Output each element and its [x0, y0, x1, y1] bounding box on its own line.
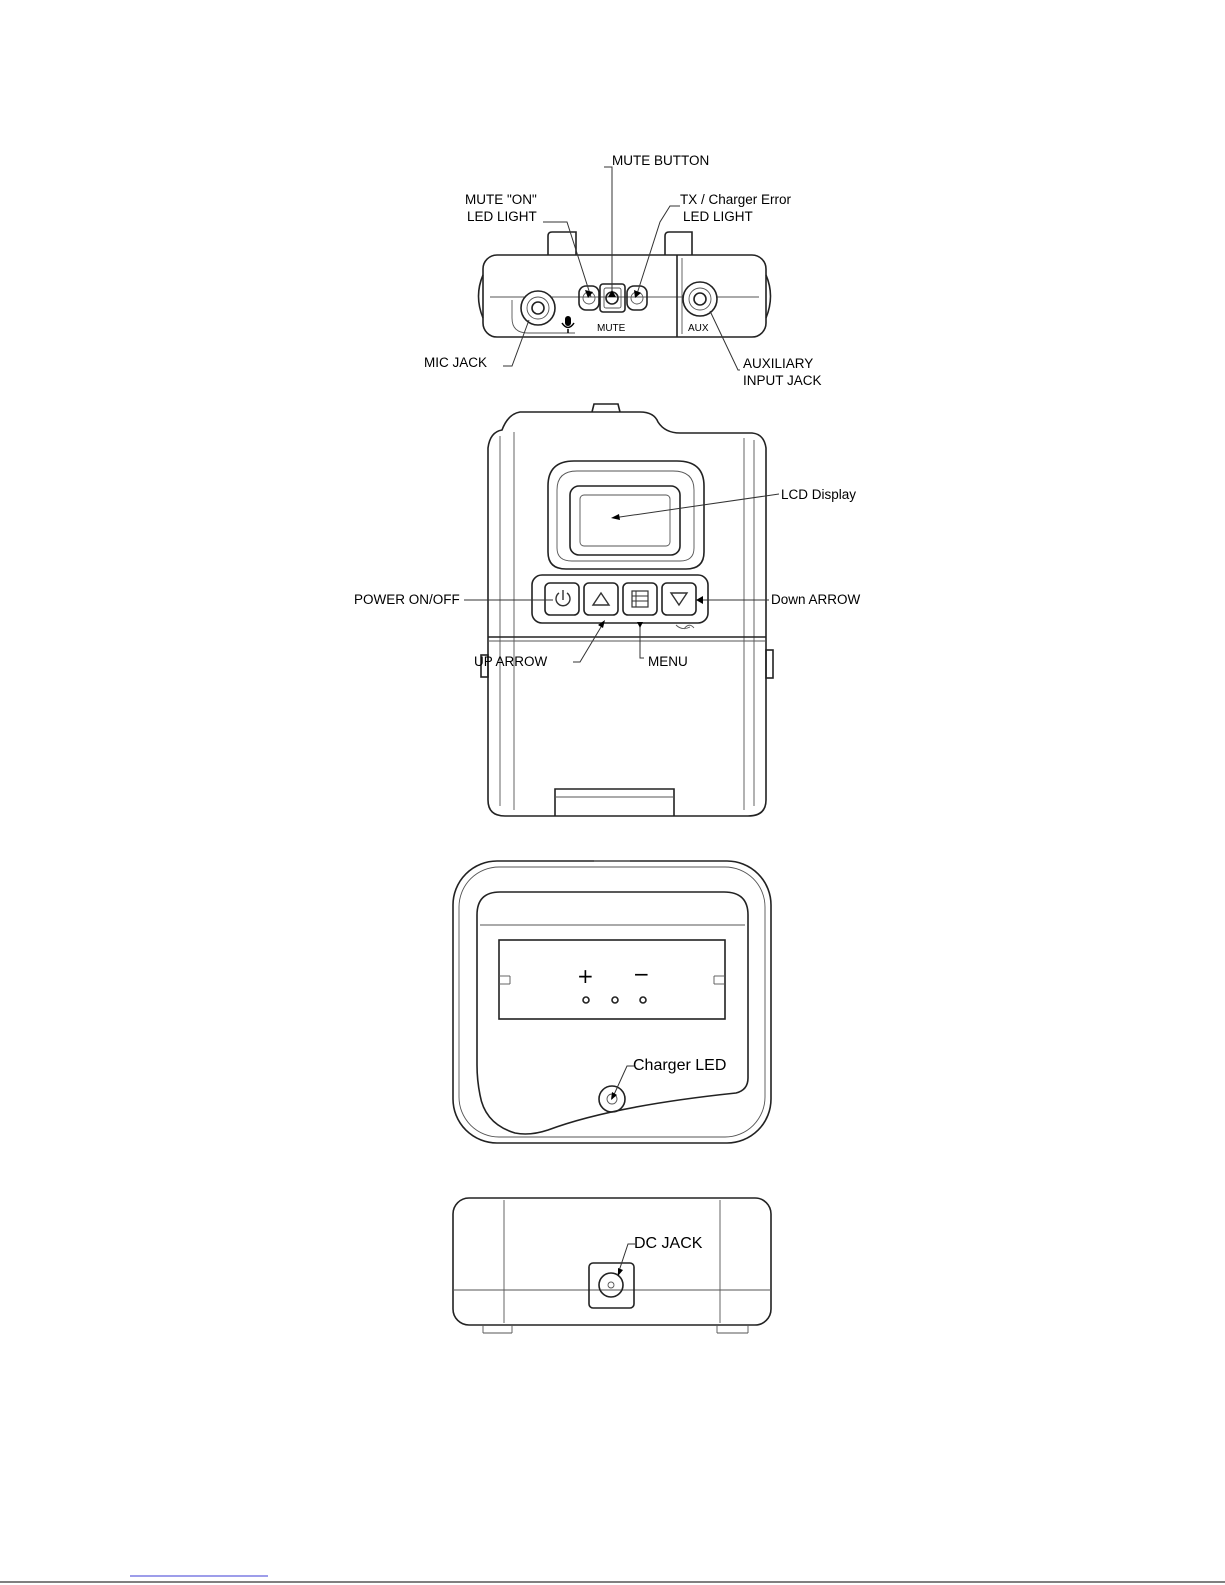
tx-charger-error-led — [627, 286, 647, 310]
label-mute-button: MUTE BUTTON — [612, 153, 709, 168]
up-arrow-button[interactable] — [584, 583, 618, 615]
minus-marking: − — [633, 962, 650, 986]
lcd-display — [570, 486, 680, 555]
label-power: POWER ON/OFF — [354, 592, 460, 607]
label-mute-on-1: MUTE "ON" — [465, 192, 537, 207]
aux-marking: AUX — [688, 323, 709, 334]
aux-input-jack — [683, 282, 717, 316]
down-triangle-icon — [671, 593, 687, 605]
charger-rear-view — [453, 1198, 771, 1333]
label-tx-error-2: LED LIGHT — [683, 209, 753, 224]
label-aux-input-1: AUXILIARY — [743, 356, 813, 371]
label-tx-error-1: TX / Charger Error — [680, 192, 792, 207]
label-down-arrow: Down ARROW — [771, 592, 861, 607]
mic-icon — [562, 316, 574, 333]
label-mute-on-2: LED LIGHT — [467, 209, 537, 224]
up-triangle-icon — [593, 593, 609, 605]
label-dc-jack: DC JACK — [634, 1235, 703, 1252]
label-aux-input-2: INPUT JACK — [743, 373, 822, 388]
label-menu: MENU — [648, 654, 688, 669]
label-up-arrow: UP ARROW — [474, 654, 548, 669]
menu-lines-icon — [632, 591, 648, 607]
label-mic-jack: MIC JACK — [424, 355, 487, 370]
charger-top-view: + − — [453, 861, 771, 1143]
dc-jack — [589, 1263, 634, 1308]
menu-button[interactable] — [623, 583, 657, 615]
power-button[interactable] — [545, 583, 579, 615]
plus-marking: + — [577, 964, 594, 988]
label-charger-led: Charger LED — [633, 1057, 726, 1074]
mic-jack — [521, 291, 555, 325]
transmitter-front-view — [464, 404, 779, 816]
power-icon — [556, 590, 570, 606]
down-arrow-button[interactable] — [662, 583, 696, 615]
mute-marking: MUTE — [597, 323, 626, 334]
label-lcd-display: LCD Display — [781, 487, 856, 502]
